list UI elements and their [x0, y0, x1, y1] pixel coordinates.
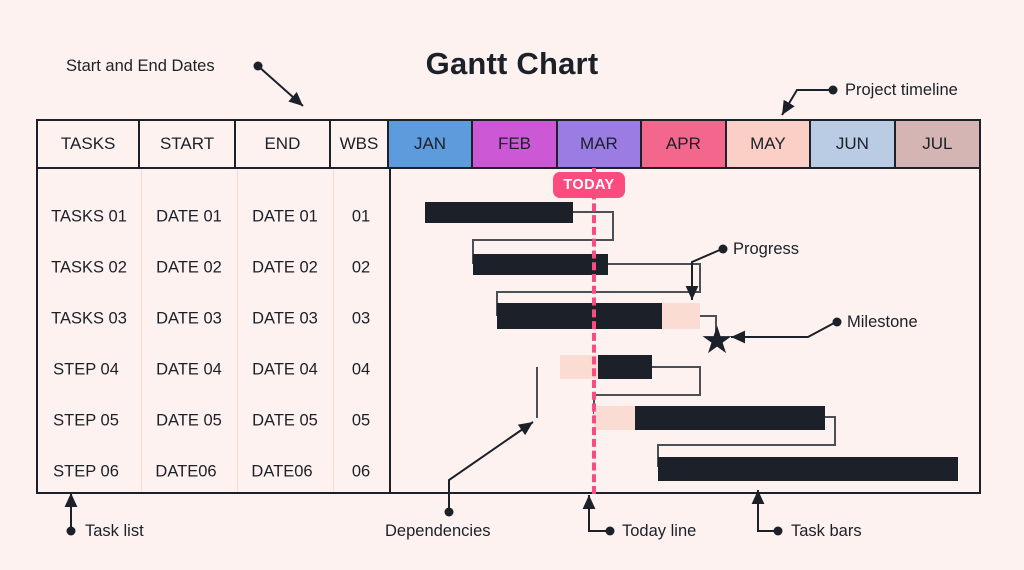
cell-end-2: DATE 02 [252, 258, 318, 277]
leader-project-timeline [781, 89, 831, 116]
month-header-may: MAY [726, 121, 812, 167]
cell-start-1: DATE 01 [156, 207, 222, 226]
cell-start-4: DATE 04 [156, 360, 222, 379]
task-bar-3[interactable] [497, 303, 662, 329]
annotation-milestone: Milestone [847, 313, 918, 331]
leader-dot-task-list [66, 526, 76, 536]
cell-wbs-2: 02 [351, 258, 371, 277]
leader-dot-dependencies [444, 507, 454, 517]
column-header-start: START [140, 121, 236, 167]
cell-task-3: TASKS 03 [51, 309, 127, 328]
milestone-star-icon[interactable]: ★ [700, 320, 735, 362]
today-badge[interactable]: TODAY [553, 172, 625, 198]
leader-dot-project-timeline [828, 85, 838, 95]
leader-task-bars [751, 490, 777, 532]
page-title-text: Gantt Chart [425, 46, 599, 81]
annotation-progress: Progress [733, 240, 800, 258]
cell-wbs-1: 01 [351, 207, 371, 226]
cell-end-3: DATE 03 [252, 309, 318, 328]
task-bar-4[interactable] [598, 355, 652, 379]
annotation-project-timeline: Project timeline [845, 81, 958, 99]
month-header-feb: FEB [473, 121, 558, 167]
cell-wbs-6: 06 [351, 462, 371, 481]
cell-task-2: TASKS 02 [51, 258, 127, 277]
leader-dot-today-line [605, 526, 615, 536]
column-header-tasks: TASKS [38, 121, 141, 167]
cell-end-4: DATE 04 [252, 360, 318, 379]
today-line [592, 168, 596, 494]
column-divider-2 [237, 169, 238, 492]
column-divider-grid [389, 169, 391, 492]
task-bar-6[interactable] [658, 457, 958, 481]
annotation-task-bars: Task bars [791, 522, 862, 540]
month-header-jul: JUL [895, 121, 980, 167]
leader-dot-task-bars [773, 526, 783, 536]
month-header-jan: JAN [388, 121, 474, 167]
cell-wbs-4: 04 [351, 360, 371, 379]
column-divider-3 [333, 169, 334, 492]
annotation-task-list: Task list [85, 522, 144, 540]
task-bar-3-remaining[interactable] [662, 303, 700, 329]
page-title: Gantt Chart [0, 46, 1024, 82]
leader-today-line [582, 495, 609, 532]
cell-end-5: DATE 05 [252, 411, 318, 430]
task-bar-2[interactable] [473, 254, 608, 275]
cell-start-6: DATE06 [155, 462, 217, 481]
column-divider-1 [141, 169, 142, 492]
annotation-dependencies: Dependencies [385, 522, 491, 540]
cell-end-6: DATE06 [251, 462, 313, 481]
task-bar-5[interactable] [635, 406, 825, 430]
task-bar-4-remaining[interactable] [560, 355, 598, 379]
annotation-today-line: Today line [622, 522, 697, 540]
column-header-end: END [236, 121, 332, 167]
month-header-jun: JUN [811, 121, 896, 167]
cell-task-6: STEP 06 [53, 462, 119, 481]
cell-wbs-3: 03 [351, 309, 371, 328]
month-header-apr: APR [642, 121, 727, 167]
column-header-wbs: WBS [331, 121, 389, 167]
cell-task-4: STEP 04 [53, 360, 119, 379]
cell-wbs-5: 05 [351, 411, 371, 430]
task-bar-1[interactable] [425, 202, 573, 223]
month-header-mar: MAR [557, 121, 643, 167]
cell-start-3: DATE 03 [156, 309, 222, 328]
cell-start-5: DATE 05 [156, 411, 222, 430]
table-header-row: TASKS START END WBS JAN FEB MAR APR MAY … [38, 121, 980, 169]
cell-task-1: TASKS 01 [51, 207, 127, 226]
cell-end-1: DATE 01 [252, 207, 318, 226]
task-bar-5-remaining[interactable] [594, 406, 635, 430]
cell-task-5: STEP 05 [53, 411, 119, 430]
cell-start-2: DATE 02 [156, 258, 222, 277]
gantt-table-frame: TASKS START END WBS JAN FEB MAR APR MAY … [36, 119, 981, 494]
annotation-start-end-dates: Start and End Dates [66, 57, 215, 75]
